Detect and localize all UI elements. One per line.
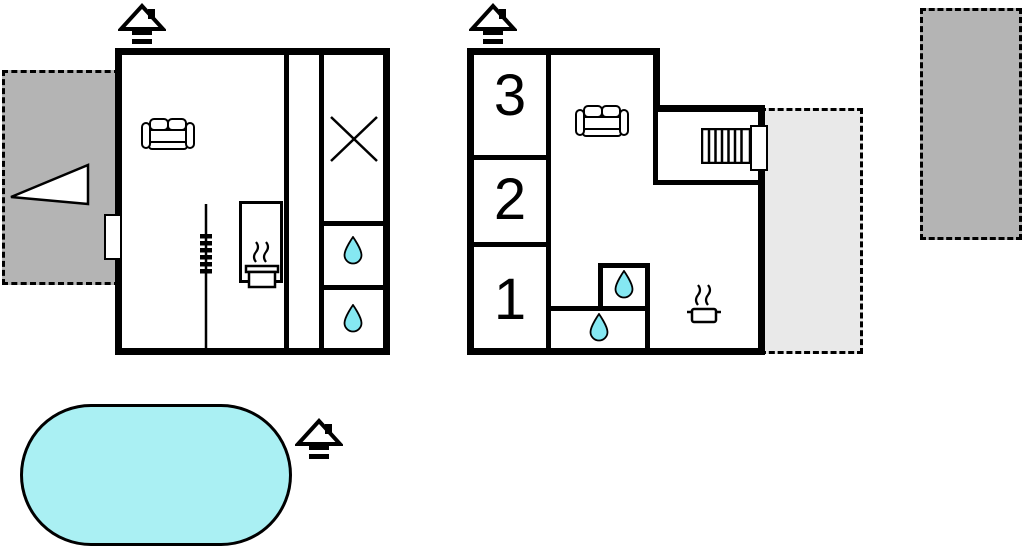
swimming-pool [20,404,292,546]
wall-segment [645,263,650,348]
house-entrance-icon [469,3,517,44]
wall-segment [474,155,546,160]
wall-segment [551,306,650,311]
wall-segment [284,55,289,348]
ladder-icon [200,204,212,349]
wall-segment [115,48,122,355]
stove-icon [244,241,280,289]
wall-segment [319,55,324,348]
room-label-2: 2 [493,167,527,232]
wall-segment [598,263,603,311]
entrance-marker [295,417,343,461]
stairs-icon [701,128,751,164]
house-entrance-icon [295,418,343,459]
terrace-right [760,108,863,354]
wall-segment [474,242,546,247]
wall-segment [653,112,658,185]
wall-segment [115,348,390,355]
wall-segment [653,105,765,112]
wall-segment [467,348,765,355]
water-drop-icon [343,236,363,265]
wall-segment [324,221,383,226]
room-label-1: 1 [493,267,527,332]
wall-segment [467,48,474,355]
door-opening [750,125,768,171]
wall-segment [758,105,765,355]
entrance-marker [469,2,517,46]
wall-segment [653,180,758,185]
cooking-pot-icon [687,284,721,324]
wall-segment [598,263,650,268]
terrace-top-right [920,8,1022,240]
wall-segment [467,48,660,55]
wall-segment [324,285,383,290]
water-drop-icon [343,304,363,333]
room-label-3: 3 [493,63,527,128]
wall-segment [115,48,390,55]
door-opening [104,214,122,260]
house-entrance-icon [118,3,166,44]
wall-segment [653,48,660,112]
window-cross-icon [330,116,378,162]
water-drop-icon [614,270,634,299]
wall-segment [383,48,390,355]
sofa-icon [141,118,195,150]
water-drop-icon [589,313,609,342]
entrance-marker [118,2,166,46]
wall-segment [546,55,551,348]
sofa-icon [575,105,629,137]
terrace-arrow-icon [10,163,90,206]
